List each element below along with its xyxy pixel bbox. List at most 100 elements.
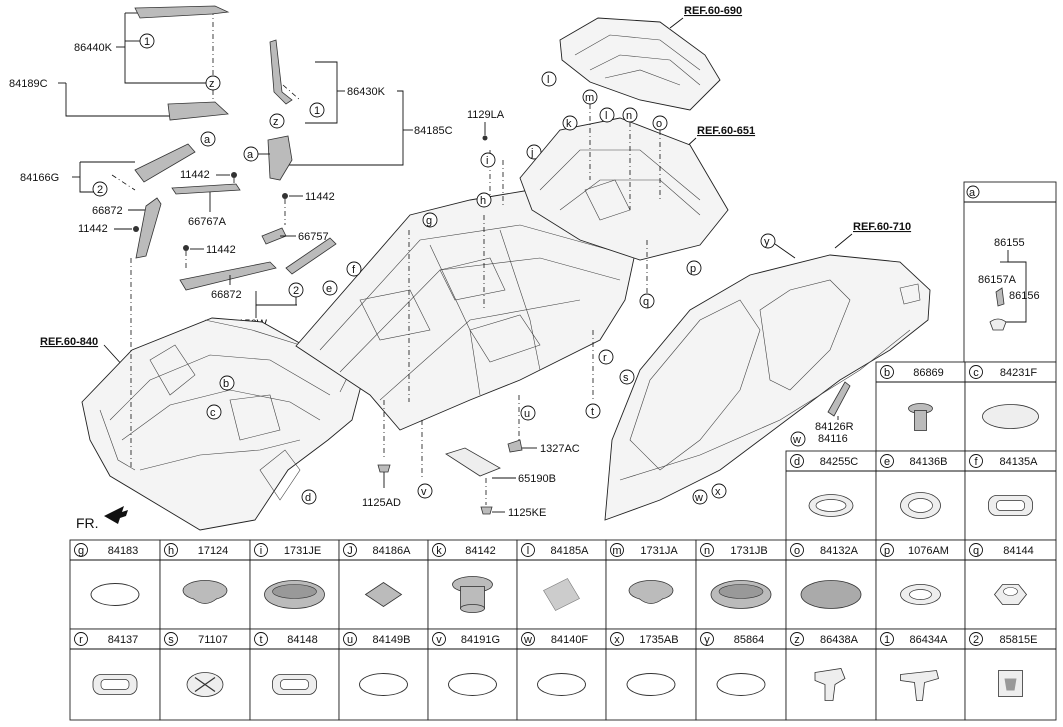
legend-key-marker: [343, 632, 357, 646]
ref-60-710: REF.60-710: [853, 221, 911, 233]
marker-a-1: [200, 131, 216, 147]
legend-key-marker: [969, 632, 983, 646]
marker-2-left-text: 2: [97, 184, 103, 196]
scuff-plate-part: [171, 183, 241, 195]
marker-d-text: d: [305, 492, 311, 504]
marker-v: [417, 483, 433, 499]
legend-key-text: o: [794, 545, 800, 557]
legend-key-text: n: [704, 545, 710, 557]
part-disc-lg-icon: [982, 404, 1039, 429]
marker-l-top-text: l: [547, 74, 549, 86]
label-86440K: 86440K: [74, 42, 113, 54]
label-86430K: 86430K: [347, 86, 386, 98]
marker-b: [219, 375, 235, 391]
marker-a-1-text: a: [204, 134, 211, 146]
marker-r-text: r: [603, 352, 607, 364]
label-66757: 66757: [298, 231, 329, 243]
front-marker-label: FR.: [76, 515, 99, 531]
pillar-lower-part: [267, 135, 293, 181]
legend-key-text: k: [436, 545, 442, 557]
marker-w-body: [692, 489, 708, 505]
legend-cell-b: b 86869: [875, 361, 966, 452]
legend-key-text: q: [973, 545, 979, 557]
legend-key-text: e: [884, 456, 890, 468]
part-box-clip-icon: [998, 670, 1023, 697]
sill-trim-part: [134, 143, 196, 183]
legend-key-marker: [254, 543, 268, 557]
marker-1-right: [309, 102, 325, 118]
legend-key-text: t: [259, 634, 262, 646]
side-body-assembly: REF.60-710 y 84126R 84116 w x w: [604, 221, 931, 521]
marker-c: [206, 404, 222, 420]
legend-key-marker: [790, 632, 804, 646]
legend-key-marker: [880, 454, 894, 468]
legend-part-number: 1735AB: [639, 634, 678, 646]
legend-key-marker: [74, 632, 88, 646]
part-rect-ring-icon: [92, 674, 138, 695]
marker-h: [476, 192, 492, 208]
legend-part-number: 84149B: [373, 634, 411, 646]
marker-y-text: y: [764, 236, 770, 248]
marker-r: [598, 349, 614, 365]
part-cap-icon: [182, 580, 228, 604]
legend-key-marker: [969, 543, 983, 557]
legend-part-number: 86869: [913, 367, 944, 379]
screw-icon: [282, 193, 288, 199]
marker-l-mid-text: l: [605, 110, 607, 122]
legend-key-text: z: [794, 634, 800, 646]
legend-key-marker: [880, 365, 894, 379]
legend-part-number: 85864: [734, 634, 765, 646]
marker-k-text: k: [566, 118, 572, 130]
marker-e-text: e: [326, 283, 332, 295]
part-flat-ellipse-icon: [448, 673, 497, 696]
strip-part-lower: [167, 101, 229, 121]
legend-part-number: 84136B: [910, 456, 948, 468]
legend-part-number: 1731JB: [730, 545, 767, 557]
legend-part-number: 85815E: [1000, 634, 1038, 646]
marker-q: [639, 293, 655, 309]
label-1327AC: 1327AC: [540, 443, 580, 455]
marker-x-body-text: x: [715, 486, 721, 498]
part-rect-ring-icon: [988, 495, 1033, 516]
legend-key-text: 2: [973, 634, 979, 646]
legend-key-text: b: [884, 367, 890, 379]
marker-d: [301, 489, 317, 505]
legend-key-text: d: [794, 456, 800, 468]
legend-part-number: 84140F: [551, 634, 589, 646]
legend-key-text: v: [436, 634, 442, 646]
legend-key-text: l: [527, 545, 529, 557]
pillar-trim-part: [269, 39, 293, 105]
part-flat-ellipse-icon: [90, 583, 140, 606]
front-arrow-icon: [104, 506, 128, 524]
part-gear-icon: [900, 492, 941, 519]
legend-part-number: 84185A: [551, 545, 590, 557]
part-cap-icon: [628, 580, 674, 604]
part-plug-icon: [452, 576, 493, 613]
part-square-cap-icon: [364, 582, 403, 607]
marker-i-text: i: [486, 155, 488, 167]
label-1125AD: 1125AD: [362, 497, 401, 509]
legend-key-marker: [880, 543, 894, 557]
screw-icon: [183, 245, 189, 251]
legend-part-number: 84148: [287, 634, 318, 646]
marker-b-text: b: [223, 378, 229, 390]
part-ring-oval-icon: [808, 494, 854, 517]
label-11442-b: 11442: [78, 223, 108, 235]
marker-c-text: c: [210, 407, 216, 419]
label-84166G: 84166G: [20, 172, 59, 184]
marker-1-top: [139, 33, 155, 49]
grommet-icon: [989, 318, 1007, 331]
marker-y: [760, 233, 776, 249]
